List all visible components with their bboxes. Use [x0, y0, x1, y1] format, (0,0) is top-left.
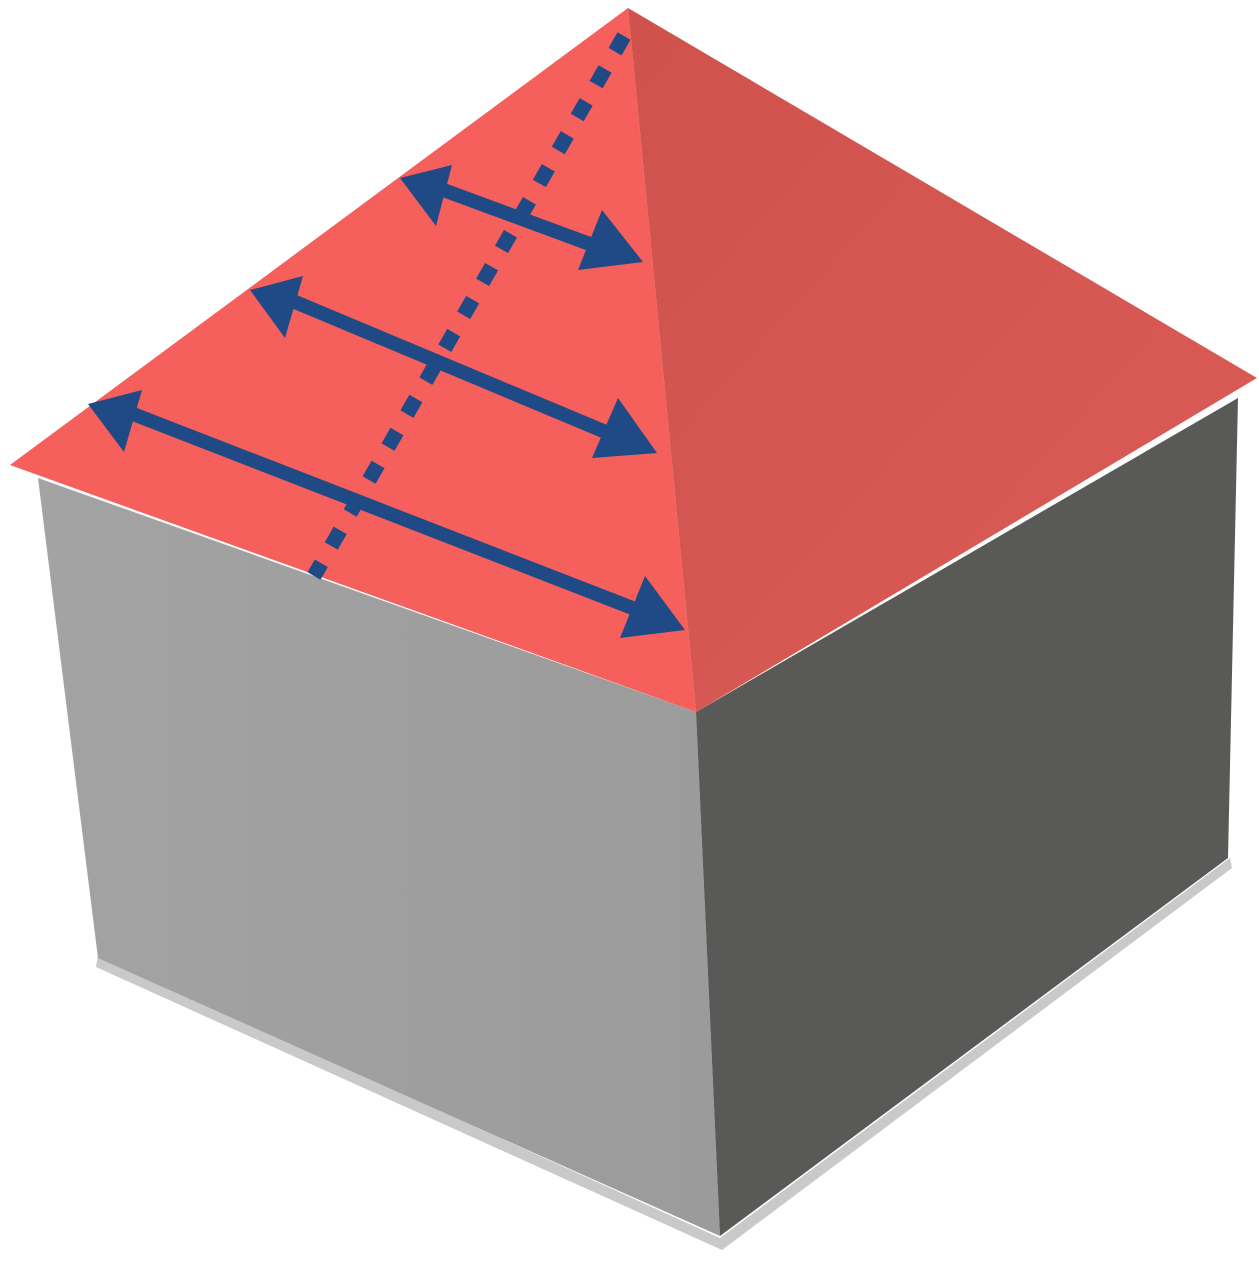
double-arrow-bottom	[88, 390, 685, 638]
wall-right-face	[696, 398, 1238, 1236]
double-arrow-top	[400, 165, 643, 270]
double-arrow-middle	[250, 276, 657, 458]
roof-left-face	[10, 8, 696, 712]
roof-center-dotted-line	[307, 32, 631, 580]
roof-right-face	[628, 8, 1257, 712]
wall-left-face	[38, 478, 720, 1236]
